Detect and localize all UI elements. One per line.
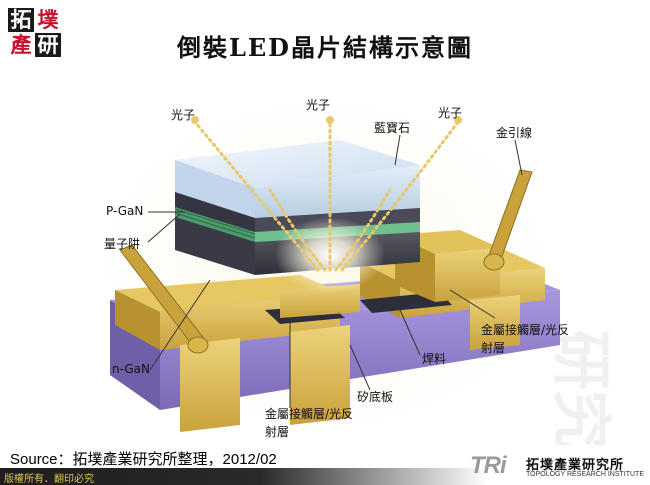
gold-wire-left-bond — [187, 336, 209, 354]
photon-dot-center — [326, 116, 334, 124]
brand-name-cn: 拓墣產業研究所 — [526, 458, 625, 473]
svg-text:研究: 研究 — [545, 330, 615, 445]
gold-pad-left-side — [115, 290, 160, 350]
photon-dot-left — [191, 116, 199, 124]
logo-char: 墣 — [37, 7, 59, 32]
leader-quantum-well — [147, 213, 181, 243]
label-metal-contact-bottom: 金屬接觸層/光反射層 — [265, 407, 354, 439]
label-metal-contact-right: 金屬接觸層/光反射層 — [481, 323, 570, 355]
label-quantum-well: 量子阱 — [104, 237, 141, 251]
logo-char: 產 — [10, 32, 32, 57]
source-note: Source：拓墣產業研究所整理，2012/02 — [10, 451, 277, 468]
label-gold-wire: 金引線 — [496, 126, 533, 140]
quantum-well-line — [174, 208, 256, 235]
leader-solder — [399, 309, 421, 356]
brand-logo: TRi 拓墣產業研究所 TOPOLOGY RESEARCH INSTITUTE — [470, 452, 645, 482]
photon-ray-right-branch — [334, 188, 392, 272]
label-silicon-substrate: 矽底板 — [357, 390, 394, 404]
photon-rays — [193, 120, 460, 272]
footer-bar — [0, 468, 650, 485]
quantum-well-side — [175, 205, 255, 242]
quantum-well-line — [174, 212, 256, 239]
gold-finger-mid — [290, 325, 350, 425]
label-n-gan: n-GaN — [112, 362, 151, 376]
logo: 拓 墣 產 研 — [6, 6, 64, 58]
photon-dot-right — [454, 116, 462, 124]
flip-chip-diagram: 研究 — [95, 95, 615, 445]
label-photon-right: 光子 — [438, 106, 463, 120]
label-photon-center: 光子 — [306, 98, 331, 112]
logo-char: 拓 — [8, 8, 34, 32]
p-gan-side — [175, 190, 255, 232]
brand-name-en: TOPOLOGY RESEARCH INSTITUTE — [526, 471, 644, 478]
sapphire-top — [175, 140, 420, 188]
copyright-notice: 版權所有．翻印必究 — [4, 474, 94, 485]
label-p-gan: P-GaN — [106, 204, 144, 218]
label-solder: 焊料 — [422, 352, 447, 366]
photon-ray-left-branch — [268, 188, 327, 272]
gold-wires — [119, 169, 533, 354]
photon-ray-left — [193, 120, 320, 272]
brand-mark: TRi — [470, 452, 507, 479]
page-title: 倒裝LED晶片結構示意圖 — [177, 33, 473, 62]
gold-finger-left — [180, 338, 240, 432]
n-gan-side — [175, 215, 255, 275]
leader-gold-wire — [514, 139, 523, 176]
gold-finger-right — [470, 295, 520, 350]
gold-wire-right-bond — [483, 253, 505, 271]
label-photon-left: 光子 — [171, 108, 196, 122]
leader-silicon — [349, 344, 371, 391]
solder-left-front — [280, 284, 360, 318]
photon-ray-right — [340, 120, 460, 272]
label-sapphire: 藍寶石 — [374, 121, 411, 135]
leader-sapphire — [394, 134, 401, 166]
sapphire-front — [255, 165, 420, 218]
watermark: 研究 — [545, 330, 615, 445]
sapphire-side — [175, 160, 255, 218]
leader-n-gan — [149, 279, 211, 371]
leader-metal-right — [449, 289, 496, 319]
leader-lines — [147, 134, 523, 408]
logo-char: 研 — [35, 33, 61, 57]
solder-top — [395, 230, 500, 254]
